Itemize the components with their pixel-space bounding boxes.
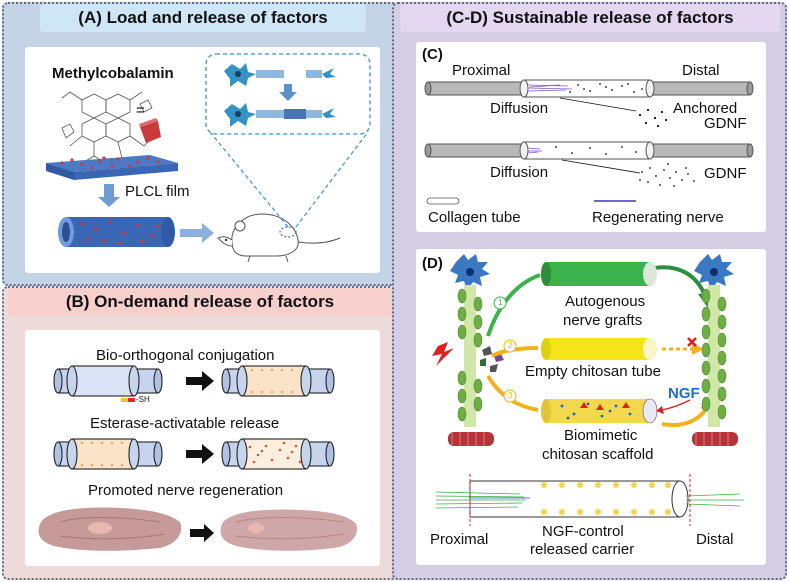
- diffusion-bottom-label: Diffusion: [490, 164, 549, 181]
- panel-a-title: (A) Load and release of factors: [40, 4, 366, 32]
- gdnf-label: GDNF: [704, 165, 747, 182]
- conjugation-arrow-icon: [186, 371, 214, 391]
- collagen-tube-legend-icon: [426, 197, 460, 205]
- biomimetic-label: Biomimetic: [564, 427, 638, 444]
- histology-arrow-icon: [190, 524, 214, 542]
- methylcobalamin-structure-icon: [61, 91, 153, 163]
- empty-chitosan-tube-label: Empty chitosan tube: [525, 363, 661, 380]
- nerve-regeneration-label: Promoted nerve regeneration: [88, 482, 284, 499]
- panel-cd-title: (C-D) Sustainable release of factors: [400, 4, 780, 32]
- conjugation-tube-before: [53, 365, 163, 397]
- route1-number: 1: [498, 298, 503, 307]
- esterase-label: Esterase-activatable release: [90, 415, 280, 432]
- panel-d-distal: Distal: [696, 531, 734, 548]
- thiol-label: -SH: [136, 395, 150, 404]
- bio-orthogonal-label: Bio-orthogonal conjugation: [96, 347, 275, 364]
- biomimetic-scaffold-icon: [546, 399, 650, 423]
- panel-d-proximal: Proximal: [430, 531, 489, 548]
- panel-d-tag: (D): [422, 255, 443, 272]
- collagen-tube-anchored: [424, 79, 754, 98]
- tube-to-mouse-arrow-icon: [180, 223, 214, 243]
- empty-chitosan-tube-icon: [546, 338, 650, 360]
- panel-c-tag: (C): [422, 46, 443, 63]
- route2-number: 2: [508, 341, 513, 350]
- regenerating-nerve-legend-label: Regenerating nerve: [592, 209, 724, 226]
- plcl-film-icon: [46, 155, 178, 172]
- drug-icon: [140, 121, 161, 143]
- anchored-gdnf-label: GDNF: [704, 115, 747, 132]
- panel-b-title: (B) On-demand release of factors: [8, 288, 392, 316]
- regenerated-neuron-icon: [692, 254, 738, 446]
- panel-c-distal: Distal: [682, 62, 720, 79]
- esterase-tube-before: [53, 438, 163, 470]
- panel-c-card: [416, 42, 766, 232]
- anchored-label: Anchored: [673, 100, 738, 117]
- autograft-arrow-icon: [486, 273, 541, 337]
- ngf-label: NGF: [668, 385, 700, 402]
- injured-neuron-icon: [448, 254, 494, 446]
- ngf-control-label: NGF-control: [542, 523, 624, 540]
- mouse-icon: [217, 213, 341, 263]
- nerve-grafts-label: nerve grafts: [563, 312, 643, 329]
- panel-c-proximal: Proximal: [452, 62, 511, 79]
- thiol-tag-icon: [128, 398, 135, 402]
- film-to-tube-arrow-icon: [98, 184, 120, 207]
- free-gdnf-dots: [639, 163, 695, 187]
- plcl-tube-icon: [66, 217, 168, 247]
- plcl-film-label: PLCL film: [125, 183, 190, 200]
- injury-debris-icon: [480, 346, 504, 372]
- anchored-gdnf-dots: [638, 108, 668, 128]
- chitosan-scaffold-label: chitosan scaffold: [542, 446, 654, 463]
- conjugation-tube-after: [221, 365, 335, 397]
- methylcobalamin-label: Methylcobalamin: [52, 65, 174, 82]
- route3-number: 3: [508, 391, 513, 400]
- ngf-carrier-icon: [435, 474, 744, 526]
- diffusion-top-label: Diffusion: [490, 100, 549, 117]
- neuron-pair-icon: [224, 63, 336, 127]
- released-carrier-label: released carrier: [530, 541, 635, 558]
- esterase-arrow-icon: [186, 444, 214, 464]
- equals-sign: =: [136, 102, 145, 119]
- failure-cross-icon: [687, 337, 697, 347]
- collagen-tube-legend-label: Collagen tube: [428, 209, 521, 226]
- autogenous-label: Autogenous: [565, 293, 646, 310]
- autogenous-graft-icon: [546, 262, 650, 286]
- collagen-tube-free: [424, 141, 754, 160]
- esterase-tube-after: [221, 438, 335, 470]
- injury-lightning-icon: [432, 342, 454, 366]
